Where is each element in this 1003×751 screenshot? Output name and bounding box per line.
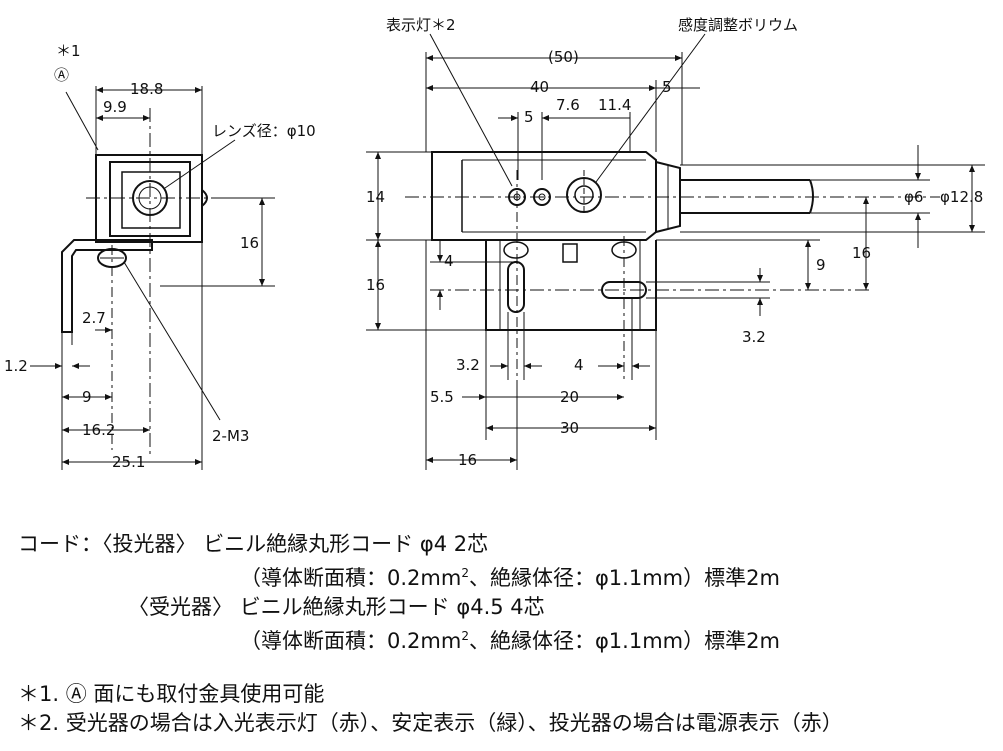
mount-slot-vertical [507, 261, 525, 313]
indicator-lamp-label: 表示灯＊2 [386, 16, 456, 34]
dim-1-2: 1.2 [4, 357, 28, 375]
receiver-conductor-row: （導体断面積：0.2mm2、絶縁体径：φ1.1mm）標準2m [18, 622, 998, 656]
dim-3-2-bottom: 3.2 [456, 356, 480, 374]
projector-superscript: 2 [461, 566, 469, 580]
dim-9-left: 9 [82, 388, 92, 406]
code-heading: コード： [18, 532, 102, 556]
dim-16-2: 16.2 [82, 421, 115, 439]
note-1: ＊1. Ⓐ 面にも取付金具使用可能 [18, 682, 325, 706]
left-lens-frame-inner [121, 171, 181, 229]
dim-16-right: 16 [852, 244, 871, 262]
technical-drawing: ＊1 Ⓐ 18.8 9.9 レンズ径：φ10 16 2.7 1.2 9 16.2… [4, 16, 985, 471]
cable [680, 179, 814, 214]
dim-18-8: 18.8 [130, 80, 163, 98]
projector-cord: ビニル絶縁丸形コード φ4 2芯 [203, 532, 489, 556]
dim-5-a: 5 [524, 108, 534, 126]
dim-50: (50) [548, 48, 579, 66]
note-marker-1: ＊1 [56, 42, 81, 60]
dim-9-9: 9.9 [103, 98, 127, 116]
dim-16-left-view: 16 [240, 234, 259, 252]
right-body [431, 151, 657, 241]
dim-5-5: 5.5 [430, 388, 454, 406]
right-bracket [485, 240, 657, 331]
notes-section: コード：〈投光器〉 ビニル絶縁丸形コード φ4 2芯 （導体断面積：0.2mm2… [18, 530, 998, 738]
dim-phi12-8: φ12.8 [940, 188, 983, 206]
note-2: ＊2. 受光器の場合は入光表示灯（赤）、安定表示（緑）、投光器の場合は電源表示（… [18, 711, 843, 735]
dim-7-6: 7.6 [556, 96, 580, 114]
dim-16-bottom: 16 [458, 451, 477, 469]
dim-phi6: φ6 [904, 188, 923, 206]
dim-11-4: 11.4 [598, 96, 631, 114]
projector-conductor-pre: （導体断面積：0.2mm [240, 566, 462, 590]
dim-30: 30 [560, 419, 579, 437]
face-marker-a: Ⓐ [54, 66, 69, 84]
sensitivity-volume-label: 感度調整ボリウム [678, 16, 798, 34]
dim-5-top: 5 [662, 78, 672, 96]
dim-9-right: 9 [816, 256, 826, 274]
receiver-superscript: 2 [461, 629, 469, 643]
dim-16-left: 16 [366, 276, 385, 294]
dim-14: 14 [366, 188, 385, 206]
dim-25-1: 25.1 [112, 453, 145, 471]
dim-2-7: 2.7 [82, 309, 106, 327]
right-view [405, 151, 940, 380]
receiver-cord: ビニル絶縁丸形コード φ4.5 4芯 [239, 595, 545, 619]
receiver-conductor-pre: （導体断面積：0.2mm [240, 629, 462, 653]
projector-cord-row: コード：〈投光器〉 ビニル絶縁丸形コード φ4 2芯 [18, 530, 998, 559]
dim-4: 4 [444, 252, 454, 270]
dim-3-2-right: 3.2 [742, 328, 766, 346]
projector-conductor-row: （導体断面積：0.2mm2、絶縁体径：φ1.1mm）標準2m [18, 559, 998, 593]
projector-conductor-post: 、絶縁体径：φ1.1mm）標準2m [468, 566, 780, 590]
dim-40: 40 [530, 78, 549, 96]
receiver-label: 〈受光器〉 [128, 595, 233, 619]
dim-4-bottom: 4 [574, 356, 584, 374]
projector-label: 〈投光器〉 [102, 532, 197, 556]
receiver-conductor-post: 、絶縁体径：φ1.1mm）標準2m [468, 629, 780, 653]
receiver-cord-row: 〈受光器〉 ビニル絶縁丸形コード φ4.5 4芯 [18, 593, 998, 622]
lens-diameter-label: レンズ径：φ10 [212, 122, 316, 140]
dim-20: 20 [560, 388, 579, 406]
screw-label: 2-M3 [212, 427, 249, 445]
